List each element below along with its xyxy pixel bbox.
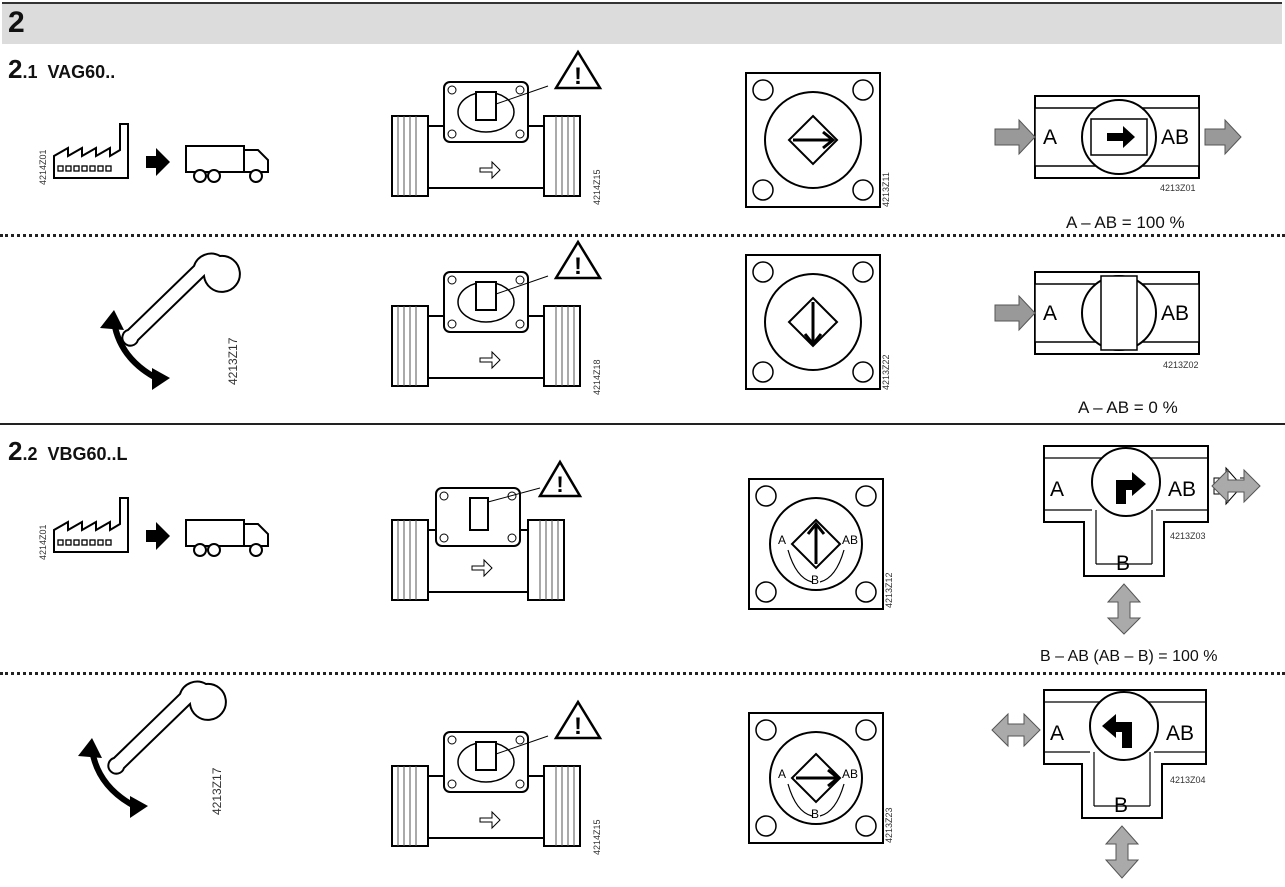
svg-text:AB: AB [1161,126,1189,149]
flow-diagram-3way-a-ab: A AB B [991,689,1207,879]
svg-text:B: B [811,807,819,821]
figure-code: 4213Z17 [226,337,240,385]
svg-text:!: ! [556,472,563,497]
position-indicator-plate [745,72,881,208]
svg-text:AB: AB [842,533,858,547]
figure-code: 4213Z01 [1160,183,1196,193]
section-title-vag60: 2.1 VAG60.. [8,54,116,84]
factory-to-truck-icon [53,497,269,557]
figure-code: 4213Z12 [884,572,894,608]
row-separator [0,672,1285,675]
valve-body-drawing: ! [391,459,583,601]
flow-diagram-open: A AB [994,95,1242,179]
wrench-rotate-icon [100,252,241,390]
flow-diagram-closed: A AB [994,271,1200,355]
svg-text:!: ! [574,253,582,280]
svg-text:!: ! [574,713,582,740]
flow-percentage: A – AB = 100 % [1066,213,1185,232]
svg-text:A: A [778,767,786,781]
figure-code: 4214Z18 [592,359,602,395]
position-indicator-plate-3way: A AB B [748,478,884,610]
wrench-rotate-icon [78,680,227,818]
figure-code: 4213Z17 [210,767,224,815]
svg-text:A: A [1043,126,1057,149]
figure-code: 4214Z15 [592,169,602,205]
svg-text:A: A [1050,722,1064,745]
section-title-vbg60: 2.2 VBG60..L [8,436,128,466]
figure-code: 4214Z01 [38,149,48,185]
valve-body-drawing: ! [391,239,603,387]
position-indicator-plate-3way: A AB B [748,712,884,844]
svg-text:AB: AB [1168,478,1196,501]
chapter-header: 2 [2,2,1282,44]
figure-code: 4214Z15 [592,819,602,855]
svg-text:!: ! [574,63,582,90]
valve-body-drawing: ! [391,49,603,197]
factory-to-truck-icon [53,123,269,183]
row-separator [0,234,1285,237]
position-indicator-plate [745,254,881,390]
svg-text:B: B [811,573,819,587]
section-separator [0,423,1285,425]
svg-text:B: B [1114,794,1128,817]
svg-text:AB: AB [1166,722,1194,745]
figure-code: 4213Z22 [881,354,891,390]
figure-code: 4213Z23 [884,807,894,843]
svg-text:A: A [778,533,786,547]
flow-percentage: B – AB (AB – B) = 100 % [1040,648,1218,665]
svg-text:A: A [1043,302,1057,325]
figure-code: 4213Z04 [1170,775,1206,785]
figure-code: 4213Z11 [881,172,891,207]
flow-diagram-3way-b-ab: A AB B [1043,445,1261,635]
figure-code: 4213Z03 [1170,531,1206,541]
chapter-number: 2 [8,6,25,39]
valve-body-drawing: ! [391,699,603,847]
figure-code: 4214Z01 [38,524,48,560]
flow-percentage: A – AB = 0 % [1078,398,1178,417]
svg-text:A: A [1050,478,1064,501]
svg-text:AB: AB [1161,302,1189,325]
svg-text:B: B [1116,552,1130,575]
figure-code: 4213Z02 [1163,360,1199,370]
svg-text:AB: AB [842,767,858,781]
